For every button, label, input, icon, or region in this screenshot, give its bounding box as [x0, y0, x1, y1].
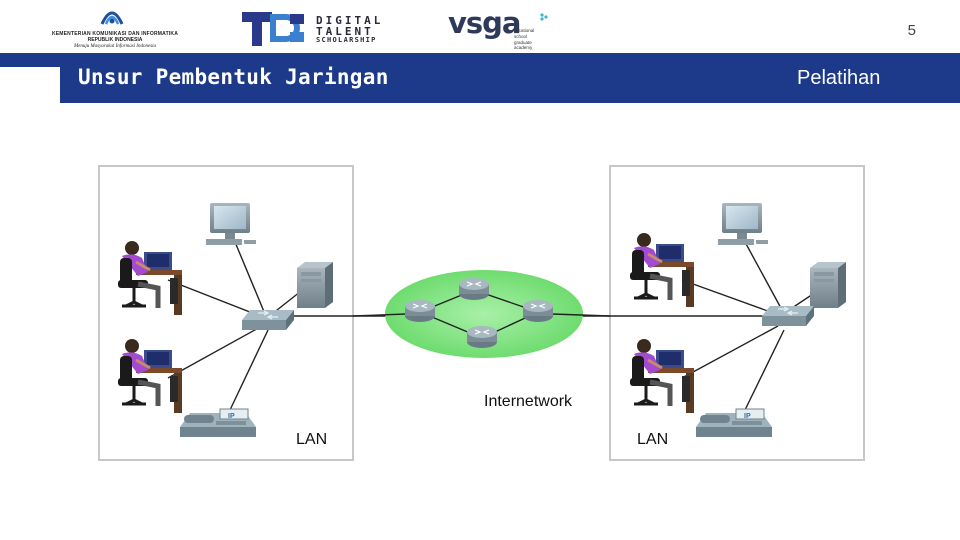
slide-title: Unsur Pembentuk Jaringan: [78, 65, 389, 89]
switch-icon: [761, 305, 815, 327]
router-icon: [466, 325, 498, 349]
internetwork-cloud: [385, 270, 583, 358]
ip-phone-icon: [179, 408, 257, 438]
kominfo-motto: Menuju Masyarakat Informasi Indonesia: [73, 44, 157, 49]
dts-logo: DIGITAL TALENT SCHOLARSHIP: [240, 8, 410, 48]
header-accent: [0, 53, 62, 67]
vsga-tagline: vocational school graduate academy: [514, 28, 535, 51]
page-number: 5: [907, 22, 916, 39]
dts-word-talent: TALENT: [316, 25, 374, 38]
dts-word-digital: DIGITAL: [316, 14, 384, 27]
right-lan-label: LAN: [637, 431, 668, 448]
switch-icon: [241, 309, 295, 331]
ip-phone-icon: [695, 408, 773, 438]
vsga-logo: vsga vocational school graduate academy: [448, 6, 558, 52]
vsga-dots-icon: [540, 13, 548, 21]
kominfo-country: REPUBLIK INDONESIA: [87, 37, 143, 43]
kominfo-name: KEMENTERIAN KOMUNIKASI DAN INFORMATIKA: [51, 31, 179, 37]
kominfo-emblem-icon: [100, 11, 124, 25]
server-icon: [810, 262, 846, 308]
dts-word-scholarship: SCHOLARSHIP: [316, 36, 377, 44]
internetwork-label: Internetwork: [484, 393, 573, 410]
left-lan-label: LAN: [296, 431, 327, 448]
router-icon: [458, 277, 490, 301]
router-icon: [522, 299, 554, 323]
header-band: [60, 53, 960, 103]
header-bar: [0, 53, 960, 103]
dts-mark-icon: [242, 12, 304, 46]
router-icon: [404, 299, 436, 323]
vsga-wordmark: vsga: [448, 6, 521, 40]
server-icon: [297, 262, 333, 308]
kominfo-logo: KEMENTERIAN KOMUNIKASI DAN INFORMATIKA R…: [40, 6, 190, 50]
section-label: Pelatihan: [797, 67, 881, 89]
